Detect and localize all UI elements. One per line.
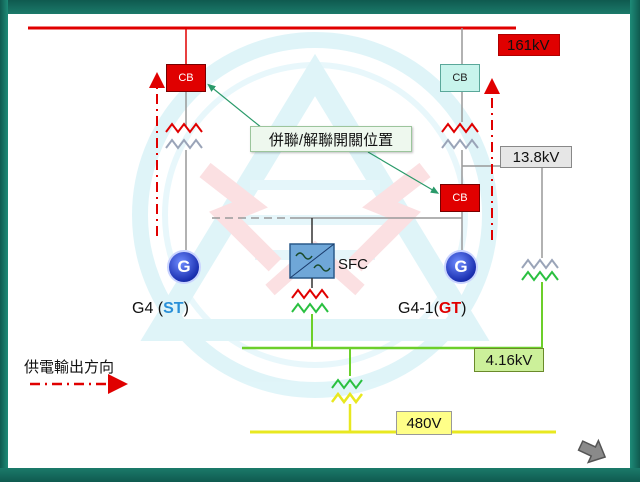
g41-label-code: GT (438, 300, 462, 317)
bus-4_16kv-label: 4.16kV (474, 348, 544, 372)
left-border (0, 0, 8, 482)
generator-g4-1-icon: G (444, 250, 478, 284)
breaker-g4-1-gen: CB (440, 184, 480, 212)
aux-xfmr-winding-hv (521, 258, 559, 270)
xfmr-480-winding-lv (331, 391, 363, 405)
g41-xfmr-winding-hv (441, 122, 479, 134)
generator-g4-label: G4 (ST) (132, 300, 189, 318)
g4-xfmr-winding-hv (165, 122, 203, 134)
breaker-g4: CB (166, 64, 206, 92)
generator-g4-icon: G (167, 250, 201, 284)
right-border (630, 0, 640, 482)
g41-label-suffix: ) (461, 300, 467, 317)
top-border (0, 0, 640, 14)
breaker-g4-1-hv: CB (440, 64, 480, 92)
sfc-xfmr-winding-lv (291, 302, 329, 314)
watermark-logo (132, 32, 498, 398)
bus-480v-label: 480V (396, 411, 452, 435)
bottom-border (0, 468, 640, 482)
sfc-converter-icon (289, 243, 335, 279)
xfmr-480-winding-hv (331, 378, 363, 390)
next-arrow-icon[interactable] (575, 436, 609, 468)
g4-label-code: ST (163, 300, 184, 317)
aux-xfmr-winding-lv (521, 270, 559, 282)
bus-13_8kv-label: 13.8kV (500, 146, 572, 168)
sfc-xfmr-winding-hv (291, 288, 329, 300)
g4-xfmr-winding-lv (165, 138, 203, 150)
legend-label: 供電輸出方向 (24, 359, 115, 376)
bus-161kv-label: 161kV (498, 34, 560, 56)
g41-xfmr-winding-lv (441, 138, 479, 150)
g4-label-suffix: ) (183, 300, 189, 317)
callout-pointer-g4 (207, 83, 263, 129)
g4-label-prefix: G4 ( (132, 300, 164, 317)
callout-pointer-g41 (367, 151, 440, 194)
sfc-label: SFC (338, 256, 368, 273)
generator-g4-1-label: G4-1(GT) (398, 300, 466, 318)
g41-label-prefix: G4-1( (398, 300, 439, 317)
switch-position-callout: 併聯/解聯開關位置 (250, 126, 412, 152)
